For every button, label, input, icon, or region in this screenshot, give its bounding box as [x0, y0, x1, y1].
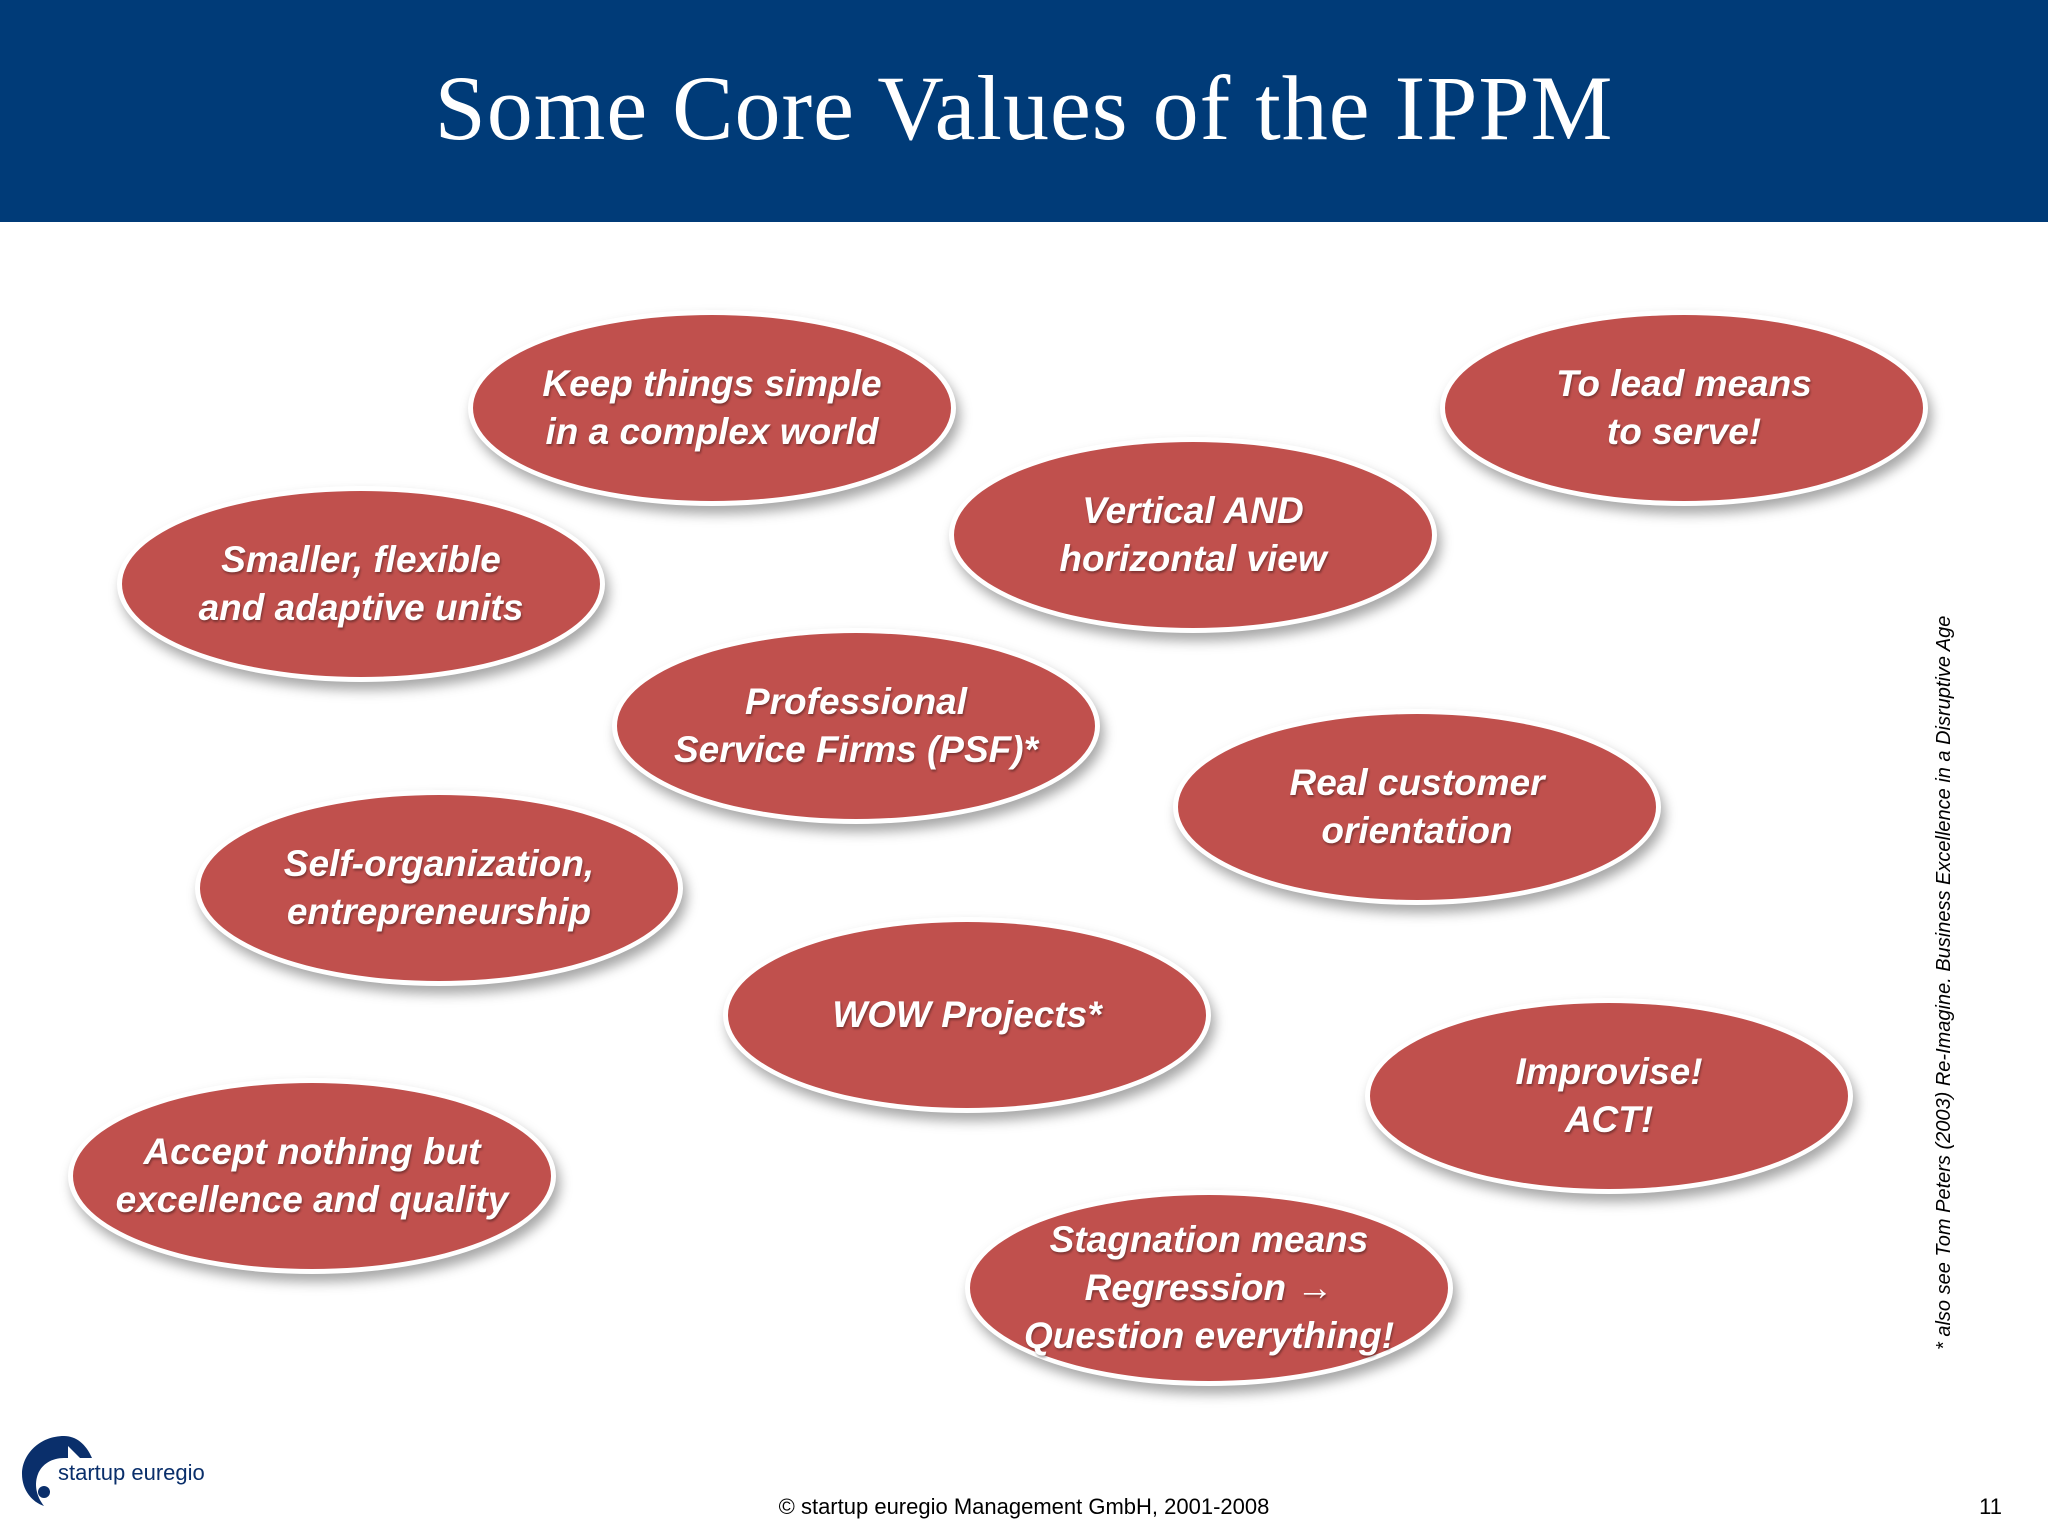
value-label: Professional Service Firms (PSF)*: [674, 681, 1038, 770]
value-label: Keep things simple in a complex world: [542, 363, 882, 452]
value-professional-service: Professional Service Firms (PSF)*: [612, 628, 1100, 824]
startup-euregio-logo-icon: [22, 1436, 92, 1506]
value-keep-simple: Keep things simple in a complex world: [468, 310, 956, 506]
value-label: Improvise! ACT!: [1515, 1051, 1703, 1140]
value-stagnation: Stagnation means Regression → Question e…: [965, 1190, 1453, 1386]
value-label: Accept nothing but excellence and qualit…: [115, 1131, 509, 1220]
value-improvise-act: Improvise! ACT!: [1365, 998, 1853, 1194]
value-label: Smaller, flexible and adaptive units: [198, 539, 524, 628]
value-label: Real customer orientation: [1289, 762, 1545, 851]
side-note: * also see Tom Peters (2003) Re-Imagine.…: [1933, 615, 1955, 1350]
footer-copyright: © startup euregio Management GmbH, 2001-…: [778, 1494, 1270, 1519]
value-self-organization: Self-organization, entrepreneurship: [195, 790, 683, 986]
value-label: Self-organization, entrepreneurship: [283, 843, 595, 932]
value-label: To lead means to serve!: [1556, 363, 1812, 452]
value-smaller-units: Smaller, flexible and adaptive units: [117, 486, 605, 682]
title-bar: [0, 0, 2048, 222]
value-label: WOW Projects*: [832, 994, 1102, 1035]
value-label: Stagnation means Regression → Question e…: [1023, 1219, 1395, 1356]
logo-text: startup euregio: [58, 1460, 205, 1485]
value-customer-orientation: Real customer orientation: [1173, 709, 1661, 905]
value-lead-serve: To lead means to serve!: [1440, 310, 1928, 506]
value-label: Vertical AND horizontal view: [1059, 490, 1327, 579]
page-number: 11: [1979, 1494, 2002, 1519]
value-excellence-quality: Accept nothing but excellence and qualit…: [68, 1078, 556, 1274]
slide-title: Some Core Values of the IPPM: [434, 57, 1614, 159]
company-logo: startup euregio: [14, 1428, 274, 1518]
value-wow-projects: WOW Projects*: [723, 917, 1211, 1113]
value-vertical-horizontal: Vertical AND horizontal view: [949, 437, 1437, 633]
